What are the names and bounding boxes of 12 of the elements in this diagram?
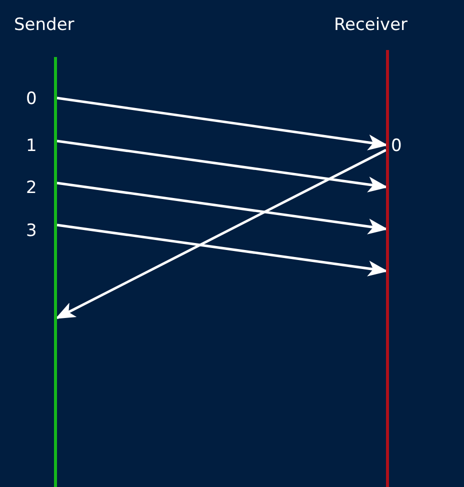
sequence-number: 0 bbox=[26, 89, 37, 109]
arrow bbox=[56, 182, 388, 234]
lifeline-heading: Receiver bbox=[334, 15, 408, 35]
arrow bbox=[56, 96, 388, 150]
sequence-number: 3 bbox=[26, 221, 37, 241]
lifeline-heading: Sender bbox=[14, 15, 74, 35]
arrow bbox=[55, 148, 387, 320]
sequence-number: 1 bbox=[26, 136, 37, 156]
sequence-number: 0 bbox=[391, 136, 402, 156]
sequence-number: 2 bbox=[26, 178, 37, 198]
arrow bbox=[56, 140, 388, 192]
arrow bbox=[56, 224, 388, 276]
